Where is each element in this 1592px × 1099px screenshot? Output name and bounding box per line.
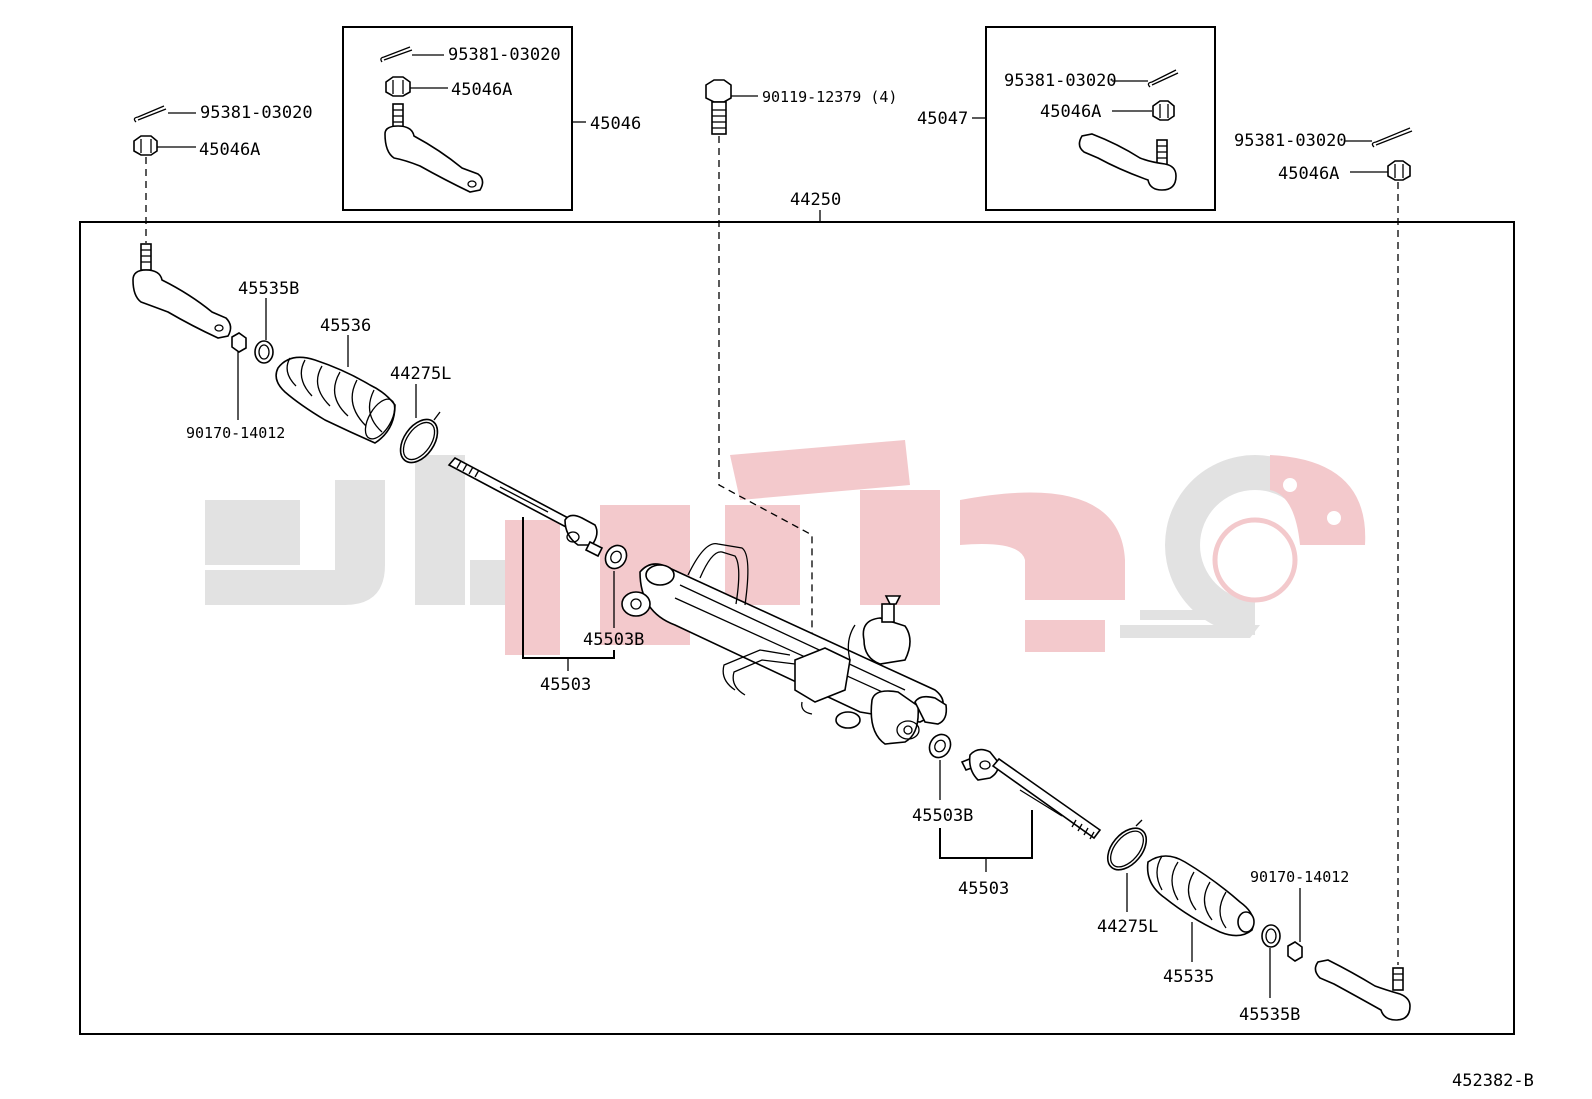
rack-housing-icon bbox=[621, 542, 948, 745]
boot-clip-icon bbox=[1261, 924, 1281, 948]
washer-icon bbox=[604, 544, 628, 570]
castle-nut-icon bbox=[133, 135, 158, 156]
washer-icon bbox=[928, 733, 952, 759]
assembly-frame bbox=[79, 221, 1515, 1035]
castle-nut-icon bbox=[1152, 100, 1175, 121]
cotter-pin-icon bbox=[1147, 69, 1179, 88]
tie-rod-end-icon bbox=[1078, 133, 1177, 191]
castle-nut-icon bbox=[385, 76, 411, 97]
tie-rod-end-icon bbox=[384, 103, 484, 193]
clamp-label: 44275L bbox=[1097, 917, 1158, 937]
nut-label: 45046A bbox=[1278, 164, 1339, 184]
boot-clamp-icon bbox=[1106, 819, 1148, 871]
mounting-bolt-icon bbox=[705, 79, 732, 135]
left-kit-label: 45046 bbox=[590, 114, 641, 134]
lock-nut-label: 90170-14012 bbox=[186, 424, 285, 442]
rack-boot-icon bbox=[275, 356, 396, 444]
lock-nut-icon bbox=[1287, 941, 1303, 962]
tie-rod-end-icon bbox=[1314, 959, 1411, 1021]
nut-label: 45046A bbox=[1040, 102, 1101, 122]
cotter-pin-label: 95381-03020 bbox=[1004, 71, 1117, 91]
tie-rod-end-icon bbox=[132, 243, 232, 339]
cotter-pin-icon bbox=[380, 46, 413, 63]
inner-tie-rod-icon bbox=[960, 748, 1102, 840]
boot-label: 45536 bbox=[320, 316, 371, 336]
inner-end-group-label: 45503 bbox=[958, 879, 1009, 899]
lock-nut-label: 90170-14012 bbox=[1250, 868, 1349, 886]
boot-clip-icon bbox=[254, 340, 274, 364]
nut-label: 45046A bbox=[451, 80, 512, 100]
boot-label: 45535 bbox=[1163, 967, 1214, 987]
nut-label: 45046A bbox=[199, 140, 260, 160]
cotter-pin-label: 95381-03020 bbox=[448, 45, 561, 65]
right-kit-label: 45047 bbox=[917, 109, 968, 129]
castle-nut-icon bbox=[1387, 160, 1411, 181]
clamp-label: 44275L bbox=[390, 364, 451, 384]
assembly-label: 44250 bbox=[790, 190, 841, 210]
cotter-pin-label: 95381-03020 bbox=[1234, 131, 1347, 151]
clip-label: 45535B bbox=[238, 279, 299, 299]
washer-label: 45503B bbox=[912, 806, 973, 826]
clip-label: 45535B bbox=[1239, 1005, 1300, 1025]
lock-nut-icon bbox=[231, 332, 247, 353]
watermark-logo bbox=[205, 440, 1366, 655]
bolt-label: 90119-12379 (4) bbox=[762, 88, 897, 106]
inner-tie-rod-icon bbox=[447, 456, 604, 558]
figure-code: 452382-B bbox=[1452, 1071, 1534, 1091]
cotter-pin-label: 95381-03020 bbox=[200, 103, 313, 123]
left-kit-frame bbox=[342, 26, 573, 211]
cotter-pin-icon bbox=[133, 105, 167, 123]
cotter-pin-icon bbox=[1371, 127, 1413, 148]
inner-end-group-label: 45503 bbox=[540, 675, 591, 695]
rack-boot-icon bbox=[1146, 855, 1255, 937]
boot-clamp-icon bbox=[399, 411, 441, 464]
washer-label: 45503B bbox=[583, 630, 644, 650]
